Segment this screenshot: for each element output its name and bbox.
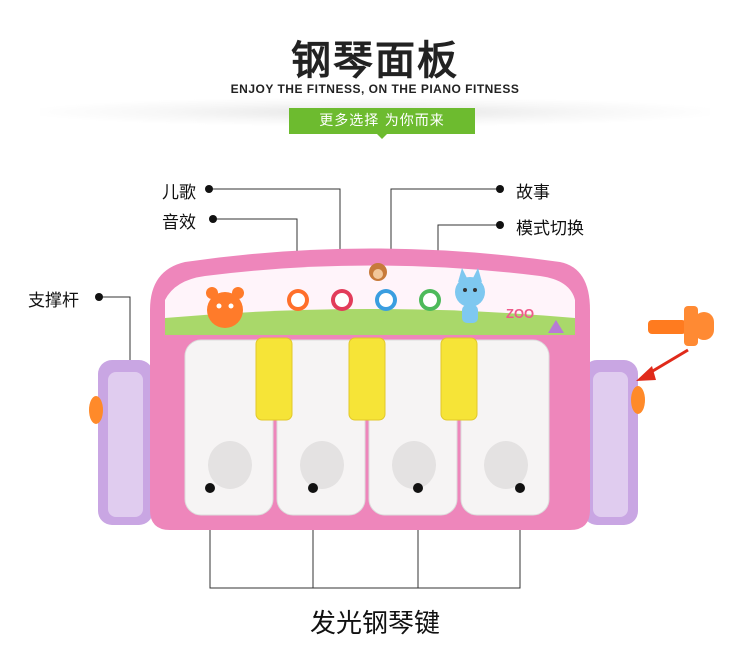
orange-screw-icon xyxy=(648,306,714,346)
hand-icon xyxy=(208,441,252,489)
promo-badge: 更多选择 为你而来 xyxy=(289,108,475,134)
page-subtitle: ENJOY THE FITNESS, ON THE PIANO FITNESS xyxy=(230,82,520,96)
dot-mode xyxy=(496,221,504,229)
promo-badge-pointer xyxy=(376,133,388,139)
callout-stories: 故事 xyxy=(516,183,550,203)
sound-effects-button-icon xyxy=(331,289,353,311)
callout-mode-switch: 模式切换 xyxy=(516,219,584,239)
monkey-icon xyxy=(369,263,387,281)
hand-prints xyxy=(208,441,528,489)
bottom-label: 发光钢琴键 xyxy=(309,609,440,639)
mode-switch-button-icon xyxy=(419,289,441,311)
header: 钢琴面板 ENJOY THE FITNESS, ON THE PIANO FIT… xyxy=(0,0,750,140)
stories-button-icon xyxy=(375,289,397,311)
right-support-rod xyxy=(583,360,645,525)
dot-nursery xyxy=(205,185,213,193)
bear-icon xyxy=(206,287,244,328)
yellow-key-2 xyxy=(348,337,386,421)
hand-icon xyxy=(300,441,344,489)
dot-effects xyxy=(209,215,217,223)
yellow-key-3 xyxy=(440,337,478,421)
panel-decorations: ZOO xyxy=(206,263,564,333)
callout-support-rod: 支撑杆 xyxy=(28,291,79,311)
callout-dots xyxy=(95,185,504,301)
dot-rod xyxy=(95,293,103,301)
dot-stories xyxy=(496,185,504,193)
yellow-keys xyxy=(255,337,478,421)
page-title: 钢琴面板 xyxy=(291,38,459,84)
cat-icon xyxy=(455,268,485,323)
left-support-rod xyxy=(89,360,153,525)
callout-sound-effects: 音效 xyxy=(162,213,196,233)
yellow-key-1 xyxy=(255,337,293,421)
callout-nursery-rhymes: 儿歌 xyxy=(162,183,196,203)
hand-icon xyxy=(484,441,528,489)
zoo-logo: ZOO xyxy=(506,306,534,321)
red-arrow-icon xyxy=(636,348,689,381)
key-dots xyxy=(205,483,525,493)
nursery-rhymes-button-icon xyxy=(287,289,309,311)
tree-icon xyxy=(548,320,564,333)
hand-icon xyxy=(392,441,436,489)
